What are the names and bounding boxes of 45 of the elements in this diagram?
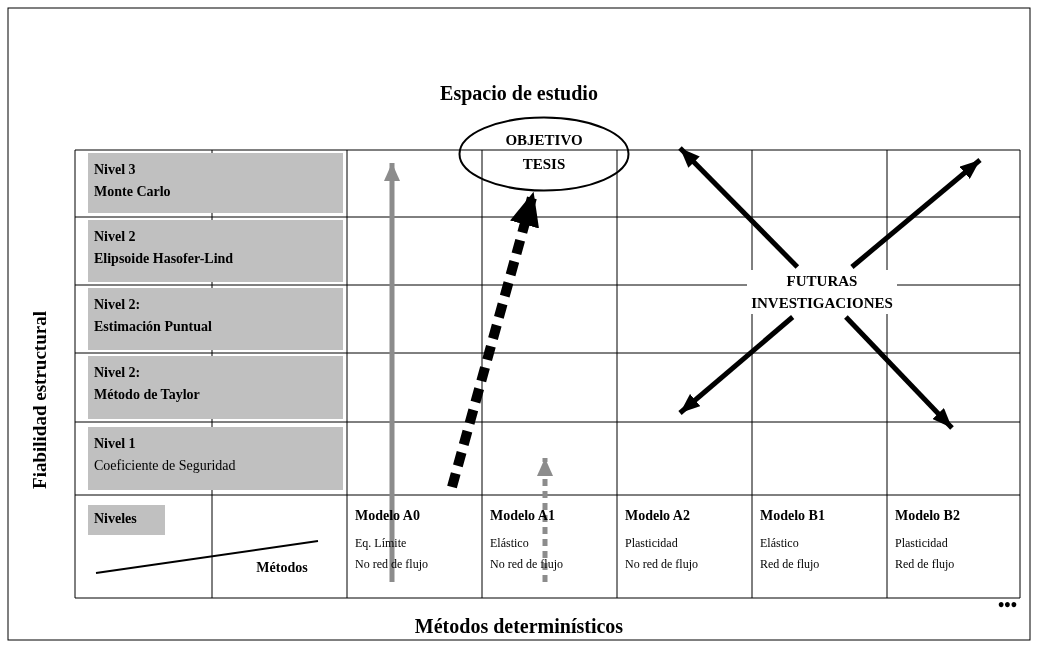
model-detail: Plasticidad [895, 536, 948, 551]
model-name: Modelo A1 [490, 508, 555, 524]
level-box [88, 505, 165, 535]
axis-title: Fiabilidad estructural [29, 311, 51, 489]
model-detail: Red de flujo [760, 557, 820, 572]
model-detail: Plasticidad [625, 536, 678, 551]
axis-title: Métodos determinísticos [413, 615, 625, 638]
model-name: Modelo A2 [625, 508, 690, 524]
method-name: Elipsoide Hasofer-Lind [94, 250, 235, 268]
level-box [88, 220, 343, 282]
model-detail: No red de flujo [490, 557, 563, 572]
ellipsis: ••• [997, 595, 1018, 616]
title: Espacio de estudio [439, 82, 599, 105]
level-title: Niveles [94, 510, 138, 528]
level-title: Nivel 1 [94, 435, 137, 453]
goal-text: OBJETIVO TESIS [504, 131, 584, 174]
model-detail: Red de flujo [895, 557, 955, 572]
goal-ellipse [458, 116, 630, 192]
level-box [88, 288, 343, 350]
model-detail: Elástico [490, 536, 529, 551]
level-box [88, 153, 343, 213]
model-detail: No red de flujo [625, 557, 698, 572]
level-title: Nivel 2: [94, 296, 142, 314]
arrow [678, 146, 800, 269]
arrow [850, 158, 982, 269]
model-name: Modelo A0 [355, 508, 420, 524]
method-name: Método de Taylor [94, 386, 201, 404]
model-name: Modelo B1 [760, 508, 825, 524]
model-detail: Elástico [760, 536, 799, 551]
model-detail: Eq. Límite [355, 536, 407, 551]
column-header: Métodos [255, 560, 309, 576]
model-name: Modelo B2 [895, 508, 960, 524]
method-name: Estimación Puntual [94, 318, 213, 336]
level-box [88, 356, 343, 419]
level-title: Nivel 2 [94, 228, 137, 246]
future-research-text: FUTURAS INVESTIGACIONES [747, 270, 897, 314]
method-name: Coeficiente de Seguridad [94, 457, 237, 475]
arrow [844, 315, 954, 430]
level-box [88, 427, 343, 490]
level-title: Nivel 2: [94, 364, 142, 382]
model-detail: No red de flujo [355, 557, 428, 572]
arrow [678, 315, 795, 415]
level-title: Nivel 3 [94, 161, 137, 179]
arrow [447, 190, 539, 489]
method-name: Monte Carlo [94, 183, 172, 201]
